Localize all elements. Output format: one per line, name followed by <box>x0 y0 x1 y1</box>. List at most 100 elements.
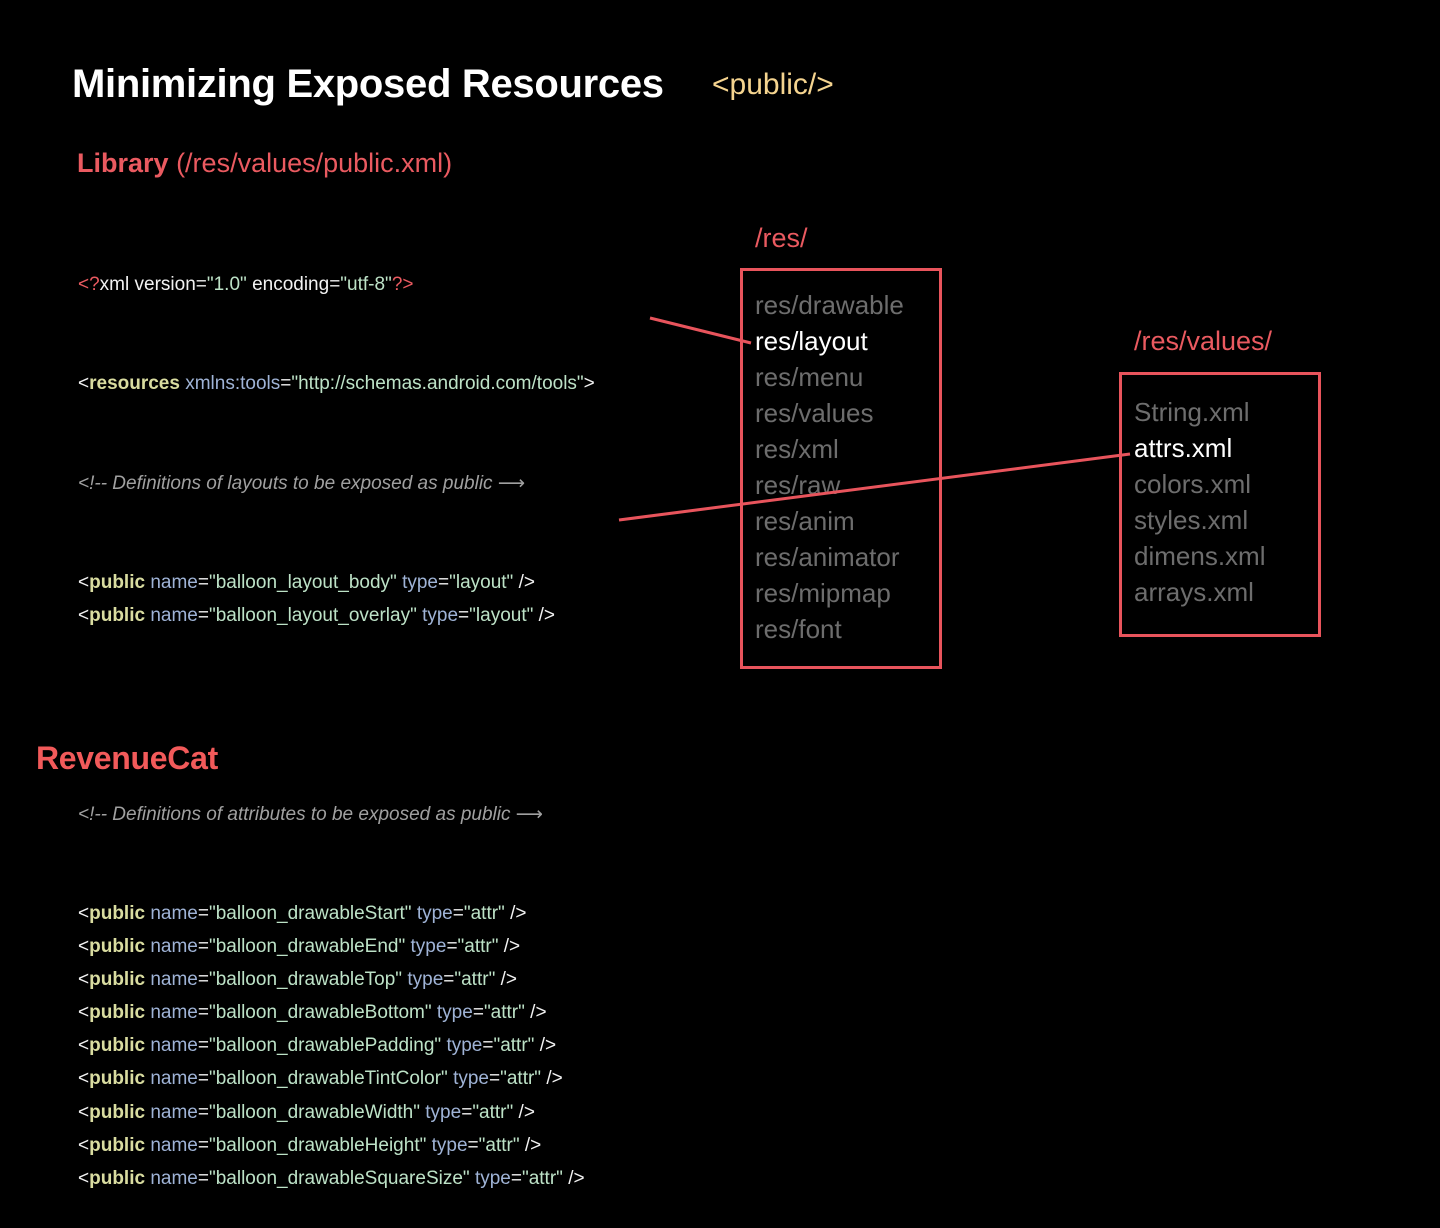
comment-layouts: <!-- Definitions of layouts to be expose… <box>78 472 526 494</box>
attr-keyword: name <box>150 605 198 627</box>
attr-keyword: type <box>453 1068 489 1090</box>
values-file-item: dimens.xml <box>1134 541 1266 571</box>
resources-tag: resources <box>89 373 180 395</box>
public-keyword: public <box>89 1134 146 1156</box>
slide-title: Minimizing Exposed Resources <box>72 62 664 106</box>
attr-keyword: name <box>150 1068 198 1090</box>
connector-lines <box>618 316 1131 522</box>
attr-entry: <public name="balloon_drawableEnd" type=… <box>78 936 521 958</box>
public-keyword: public <box>89 902 146 924</box>
entry-name-value: "balloon_drawablePadding" <box>208 1035 442 1057</box>
entry-type-value: "attr" <box>454 969 496 991</box>
attr-keyword: name <box>150 572 198 594</box>
library-path: (/res/values/public.xml) <box>176 148 453 178</box>
entry-type-value: "attr" <box>483 1002 525 1024</box>
entry-type-value: "attr" <box>500 1068 542 1090</box>
values-file-item: arrays.xml <box>1134 577 1254 607</box>
res-folder-item: res/layout <box>755 326 868 356</box>
library-label: Library <box>77 148 169 178</box>
attr-keyword: type <box>410 936 447 958</box>
xml-declaration-line: <?xml version="1.0" encoding="utf-8"?> <box>78 274 414 296</box>
attr-keyword: type <box>425 1101 462 1123</box>
resources-line: <resources xmlns:tools="http://schemas.a… <box>78 373 595 395</box>
entry-name-value: "balloon_drawableHeight" <box>208 1134 427 1156</box>
public-keyword: public <box>89 572 146 594</box>
entry-name-value: "balloon_drawableSquareSize" <box>208 1167 470 1189</box>
attr-entry: <public name="balloon_drawableSquareSize… <box>78 1167 585 1189</box>
public-keyword: public <box>89 605 146 627</box>
attr-keyword: name <box>150 1167 198 1189</box>
xml-decl-encoding-value: "utf-8" <box>340 274 392 296</box>
entry-type-value: "attr" <box>521 1167 563 1189</box>
layout-entry: <public name="balloon_layout_body" type=… <box>78 572 535 594</box>
public-keyword: public <box>89 1002 146 1024</box>
attr-keyword: name <box>150 936 198 958</box>
attr-keyword: name <box>150 969 198 991</box>
attr-keyword: type <box>407 969 444 991</box>
xml-decl-close: ?> <box>391 274 414 296</box>
xml-decl-version-value: "1.0" <box>206 274 247 296</box>
attr-entry: <public name="balloon_drawableWidth" typ… <box>78 1101 535 1123</box>
entry-name-value: "balloon_drawableBottom" <box>208 1002 432 1024</box>
values-file-item: styles.xml <box>1134 505 1249 535</box>
attr-keyword: name <box>150 902 198 924</box>
public-keyword: public <box>89 1101 146 1123</box>
entry-type-value: "attr" <box>463 902 505 924</box>
attr-keyword: type <box>446 1035 483 1057</box>
attr-keyword: name <box>150 1134 198 1156</box>
entry-name-value: "balloon_drawableEnd" <box>208 936 406 958</box>
res-folder-item: res/anim <box>755 506 855 536</box>
resources-xmlns-attr: xmlns:tools <box>185 373 281 395</box>
entry-type-value: "attr" <box>478 1134 520 1156</box>
attr-keyword: type <box>431 1134 468 1156</box>
entry-name-value: "balloon_layout_overlay" <box>208 605 417 627</box>
attr-keyword: name <box>150 1101 198 1123</box>
connector-attrs-line <box>618 452 1131 522</box>
attr-keyword: name <box>150 1035 198 1057</box>
attr-entry: <public name="balloon_drawableTintColor"… <box>78 1068 563 1090</box>
res-folder-item: res/font <box>755 614 842 644</box>
entry-type-value: "layout" <box>449 572 514 594</box>
attr-entry: <public name="balloon_drawableTop" type=… <box>78 969 517 991</box>
public-tag-label: <public/> <box>712 68 834 101</box>
attr-keyword: type <box>474 1167 511 1189</box>
values-file-item: String.xml <box>1134 397 1250 427</box>
res-folder-item: res/raw <box>755 470 841 500</box>
entry-type-value: "attr" <box>472 1101 514 1123</box>
entry-name-value: "balloon_drawableWidth" <box>208 1101 420 1123</box>
xml-decl-encoding-attr: encoding <box>252 274 330 296</box>
res-folder-item: res/mipmap <box>755 578 891 608</box>
public-keyword: public <box>89 936 146 958</box>
public-keyword: public <box>89 969 146 991</box>
entry-type-value: "attr" <box>457 936 499 958</box>
res-panel-heading: /res/ <box>755 223 808 253</box>
public-keyword: public <box>89 1068 146 1090</box>
attr-keyword: type <box>422 605 459 627</box>
entry-name-value: "balloon_drawableTop" <box>208 969 403 991</box>
res-folder-item: res/xml <box>755 434 839 464</box>
entry-type-value: "layout" <box>469 605 534 627</box>
entry-name-value: "balloon_drawableTintColor" <box>208 1068 448 1090</box>
xml-decl-open: <? <box>78 274 100 296</box>
public-keyword: public <box>89 1167 146 1189</box>
attr-entry: <public name="balloon_drawablePadding" t… <box>78 1035 557 1057</box>
res-folder-item: res/values <box>755 398 874 428</box>
revenuecat-logo: RevenueCat <box>36 740 218 776</box>
resources-xmlns-value: "http://schemas.android.com/tools" <box>291 373 584 395</box>
entry-type-value: "attr" <box>493 1035 535 1057</box>
attr-entry: <public name="balloon_drawableHeight" ty… <box>78 1134 542 1156</box>
res-folder-item: res/drawable <box>755 290 904 320</box>
connector-layout-line <box>649 316 752 345</box>
entry-name-value: "balloon_drawableStart" <box>208 902 412 924</box>
values-panel-heading: /res/values/ <box>1134 326 1273 356</box>
values-file-item: colors.xml <box>1134 469 1252 499</box>
attr-entry: <public name="balloon_drawableStart" typ… <box>78 902 527 924</box>
layout-entry: <public name="balloon_layout_overlay" ty… <box>78 605 556 627</box>
attr-keyword: type <box>402 572 438 594</box>
xml-decl-version-attr: version <box>134 274 196 296</box>
attr-entry: <public name="balloon_drawableBottom" ty… <box>78 1002 547 1024</box>
attr-keyword: name <box>150 1002 198 1024</box>
res-folder-item: res/animator <box>755 542 900 572</box>
